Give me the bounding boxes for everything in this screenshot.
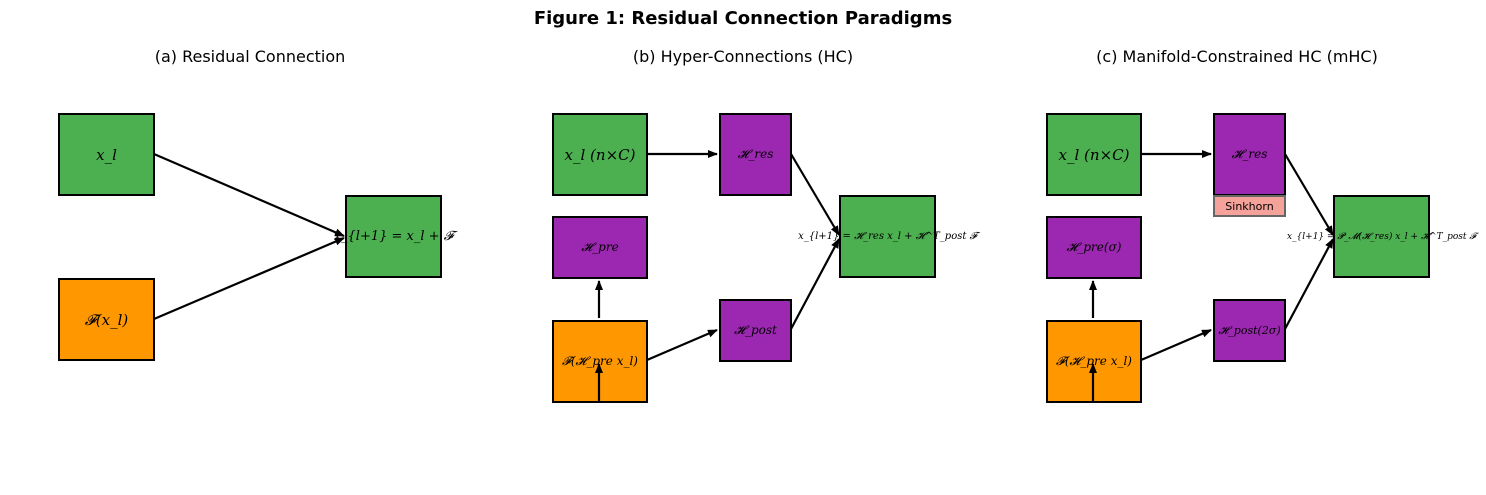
panel-b-hpost-box: 𝓗_post <box>719 299 792 362</box>
panel-b-hres-label: 𝓗_res <box>737 147 774 161</box>
panel-b-hres-box: 𝓗_res <box>719 113 792 196</box>
panel-c-title: (c) Manifold-Constrained HC (mHC) <box>1096 47 1378 66</box>
panel-c-hpre-box: 𝓗_pre(σ) <box>1046 216 1142 279</box>
arrow-c-f-to-hpost <box>1140 328 1212 362</box>
panel-c-hres-box: 𝓗_res <box>1213 113 1286 196</box>
panel-b-output-box: x_{l+1} = 𝓗_res x_l + 𝓗^T_post 𝓕 <box>798 195 977 278</box>
panel-a-f-box: 𝓕(x_l) <box>58 278 155 361</box>
panel-c-f-label: 𝓕(𝓗_pre x_l) <box>1056 354 1132 368</box>
panel-c-hpost-box: 𝓗_post(2σ) <box>1213 299 1286 362</box>
panel-c-output-box: x_{l+1} = 𝓟_𝓜(𝓗_res) x_l + 𝓗^T_post 𝓕 <box>1287 195 1476 278</box>
panel-c-hres-label: 𝓗_res <box>1231 147 1268 161</box>
panel-b-xl-box: x_l (n×C) <box>552 113 648 196</box>
figure-title: Figure 1: Residual Connection Paradigms <box>533 8 953 29</box>
panel-b-hpre-label: 𝓗_pre <box>581 240 619 254</box>
panel-a-title: (a) Residual Connection <box>154 47 346 66</box>
arrow-a-xl-to-out <box>153 152 345 238</box>
panel-a-xl-label: x_l <box>96 145 117 164</box>
panel-b-xl-label: x_l (n×C) <box>564 145 636 164</box>
panel-c-xl-label: x_l (n×C) <box>1058 145 1130 164</box>
arrow-b-f-to-hpost <box>646 328 718 362</box>
panel-b-output-label: x_{l+1} = 𝓗_res x_l + 𝓗^T_post 𝓕 <box>798 231 977 242</box>
panel-c-output-label: x_{l+1} = 𝓟_𝓜(𝓗_res) x_l + 𝓗^T_post 𝓕 <box>1286 231 1477 242</box>
panel-a-f-label: 𝓕(x_l) <box>84 310 129 329</box>
panel-b-f-label: 𝓕(𝓗_pre x_l) <box>562 354 638 368</box>
panel-a-xl-box: x_l <box>58 113 155 196</box>
arrow-a-f-to-out <box>153 236 345 321</box>
panel-c-f-box: 𝓕(𝓗_pre x_l) <box>1046 320 1142 403</box>
panel-c-sinkhorn-box: Sinkhorn <box>1213 195 1286 217</box>
panel-c-hpre-label: 𝓗_pre(σ) <box>1066 240 1122 254</box>
arrow-c-hres-to-out <box>1284 153 1334 236</box>
panel-c-sinkhorn-label: Sinkhorn <box>1225 199 1274 213</box>
panel-c-xl-box: x_l (n×C) <box>1046 113 1142 196</box>
panel-b-f-box: 𝓕(𝓗_pre x_l) <box>552 320 648 403</box>
arrow-b-hpost-to-out <box>790 238 840 330</box>
panel-a-output-label: x_{l+1} = x_l + 𝓕 <box>333 229 454 244</box>
panel-b-title: (b) Hyper-Connections (HC) <box>632 47 854 66</box>
panel-b-hpre-box: 𝓗_pre <box>552 216 648 279</box>
panel-a-output-box: x_{l+1} = x_l + 𝓕 <box>334 195 453 278</box>
panel-b-hpost-label: 𝓗_post <box>734 323 777 337</box>
arrow-b-hres-to-out <box>790 153 840 236</box>
panel-c-hpost-label: 𝓗_post(2σ) <box>1218 323 1281 337</box>
arrow-c-hpost-to-out <box>1284 238 1334 330</box>
